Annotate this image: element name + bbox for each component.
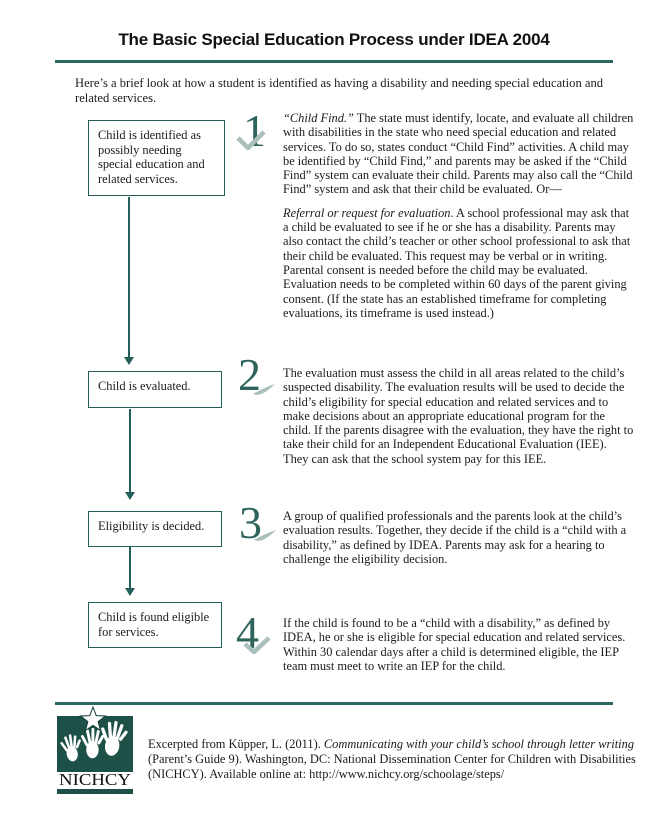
flow-box-identified: Child is identified as possibly needing … xyxy=(88,120,225,196)
paragraph: The evaluation must assess the child in … xyxy=(283,366,635,466)
citation-pre: Excerpted from Küpper, L. (2011). xyxy=(148,737,324,751)
citation: Excerpted from Küpper, L. (2011). Commun… xyxy=(148,737,638,781)
star-icon xyxy=(79,706,107,732)
page-title: The Basic Special Education Process unde… xyxy=(118,30,550,49)
logo-bottom-bar xyxy=(57,789,133,794)
step-3-text: A group of qualified professionals and t… xyxy=(283,509,635,566)
flow-box-found-eligible: Child is found eligible for services. xyxy=(88,602,222,648)
step-1-number: 1 xyxy=(236,105,266,156)
citation-post: (Parent’s Guide 9). Washington, DC: Nati… xyxy=(148,751,636,781)
step-1-text: “Child Find.” The state must identify, l… xyxy=(283,111,635,320)
step-number-text: 2 xyxy=(238,349,261,400)
paragraph-text: The state must identify, locate, and eva… xyxy=(283,111,634,197)
step-number-text: 1 xyxy=(243,105,266,156)
step-number-text: 4 xyxy=(236,607,259,658)
step-2-number: 2 xyxy=(238,349,275,400)
check-swoosh-icon xyxy=(253,384,275,395)
italic-lead: Referral or request for evaluation xyxy=(283,205,451,220)
paragraph: “Child Find.” The state must identify, l… xyxy=(283,111,635,197)
down-arrow xyxy=(124,197,134,365)
flow-box-eligibility: Eligibility is decided. xyxy=(88,511,222,547)
footer-divider xyxy=(55,702,613,705)
paragraph-text: If the child is found to be a “child wit… xyxy=(283,616,626,673)
logo-wordmark: NICHCY xyxy=(59,770,131,789)
intro-paragraph: Here’s a brief look at how a student is … xyxy=(75,76,604,105)
citation-title-italic: Communicating with your child’s school t… xyxy=(323,737,635,751)
check-swoosh-icon xyxy=(243,636,271,654)
step-3-number: 3 xyxy=(239,497,276,548)
check-swoosh-icon xyxy=(254,530,276,541)
step-number-text: 3 xyxy=(239,497,262,548)
step-4-text: If the child is found to be a “child wit… xyxy=(283,616,635,673)
step-4-number: 4 xyxy=(236,607,271,658)
flow-box-evaluated: Child is evaluated. xyxy=(88,371,222,408)
paragraph: A group of qualified professionals and t… xyxy=(283,509,635,566)
nichcy-logo: NICHCY xyxy=(57,706,133,794)
down-arrow xyxy=(125,547,135,596)
paragraph: If the child is found to be a “child wit… xyxy=(283,616,635,673)
paragraph: Referral or request for evaluation. A sc… xyxy=(283,206,635,320)
paragraph-text: The evaluation must assess the child in … xyxy=(283,366,634,466)
down-arrow xyxy=(125,409,135,500)
step-2-text: The evaluation must assess the child in … xyxy=(283,366,635,466)
check-swoosh-icon xyxy=(236,130,266,150)
paragraph-text: A group of qualified professionals and t… xyxy=(283,509,627,566)
title-divider xyxy=(55,60,613,63)
paragraph-text: . A school professional may ask that a c… xyxy=(283,205,631,320)
italic-lead: “Child Find.” xyxy=(283,111,354,125)
